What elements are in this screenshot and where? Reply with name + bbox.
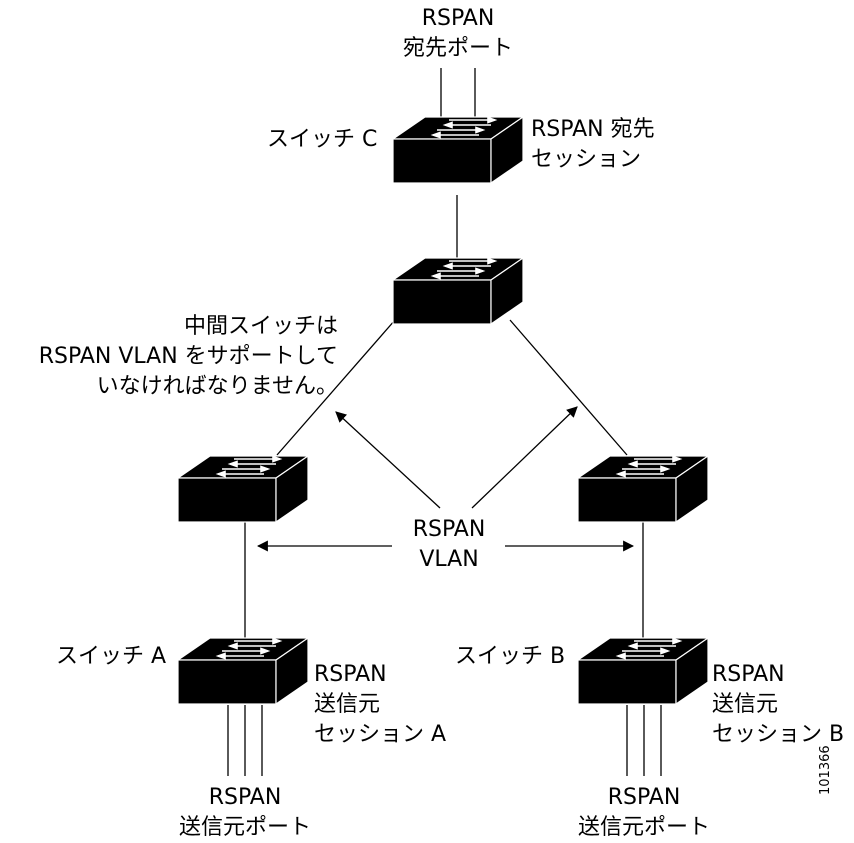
switch-right-icon bbox=[577, 455, 709, 523]
switch-b-source-ports-label: RSPAN 送信元ポート bbox=[577, 785, 710, 840]
intermediate-switch-note: 中間スイッチは RSPAN VLAN をサポートして いなければなりません。 bbox=[38, 314, 338, 399]
link-mid-to-left bbox=[276, 319, 396, 456]
arrow-vlan-to-right-link bbox=[471, 406, 578, 509]
switch-c-session-label: RSPAN 宛先 セッション bbox=[531, 117, 655, 172]
figure-id: 101366 bbox=[818, 745, 833, 795]
switch-left-icon bbox=[177, 455, 309, 523]
link-mid-to-right bbox=[509, 319, 628, 456]
switch-b-icon bbox=[577, 637, 709, 705]
switch-a-session-label: RSPAN 送信元 セッション A bbox=[314, 662, 447, 747]
switch-b-label: スイッチ B bbox=[455, 644, 566, 669]
switch-intermediate-icon bbox=[392, 257, 524, 325]
switch-a-icon bbox=[177, 637, 309, 705]
switch-c-label: スイッチ C bbox=[267, 127, 378, 152]
rspan-vlan-label: RSPAN VLAN bbox=[412, 517, 486, 572]
arrow-vlan-to-left-link bbox=[335, 411, 441, 509]
switch-c-icon bbox=[392, 116, 524, 184]
dest-port-label: RSPAN 宛先ポート bbox=[402, 6, 513, 61]
switch-a-source-ports-label: RSPAN 送信元ポート bbox=[178, 785, 311, 840]
switch-a-label: スイッチ A bbox=[56, 644, 167, 669]
switch-b-session-label: RSPAN 送信元 セッション B bbox=[712, 662, 845, 747]
